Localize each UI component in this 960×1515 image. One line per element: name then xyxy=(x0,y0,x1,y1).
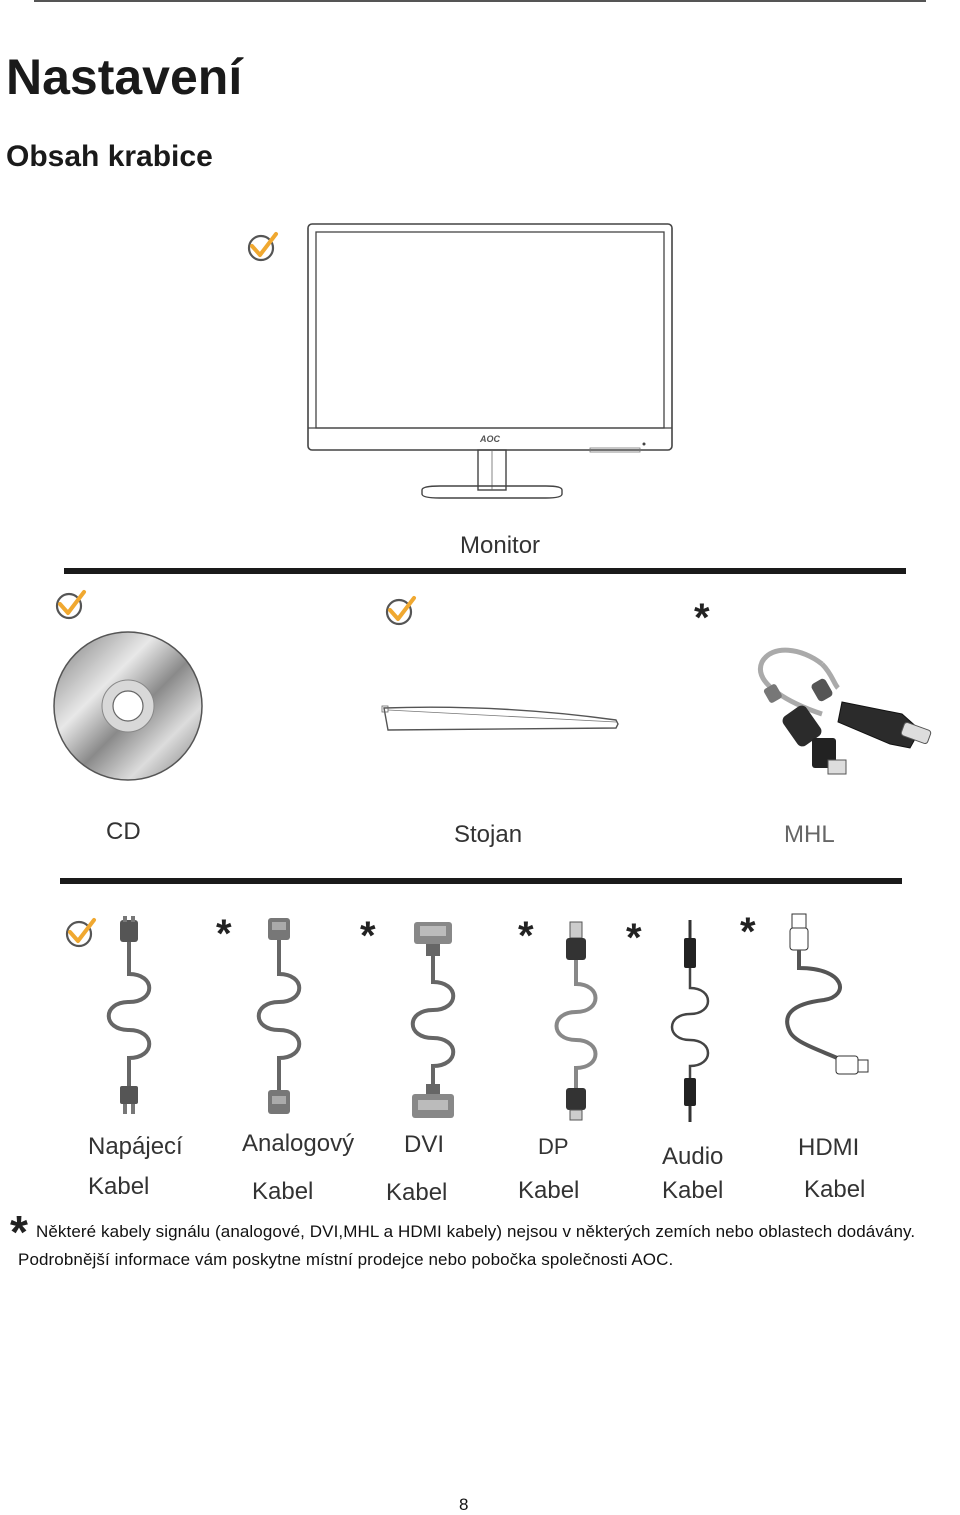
optional-marker: * xyxy=(518,914,534,958)
audio-cable-label-line2: Kabel xyxy=(662,1177,724,1204)
cd-label: CD xyxy=(106,818,141,845)
optional-marker: * xyxy=(360,914,376,958)
power-cable-label-line2: Kabel xyxy=(88,1173,150,1200)
monitor-label: Monitor xyxy=(460,532,541,559)
dvi-cable-label-line2: Kabel xyxy=(386,1179,448,1206)
optional-marker: * xyxy=(740,910,756,954)
page-title: Nastavení xyxy=(6,49,243,105)
footnote-line2: Podrobnější informace vám poskytne místn… xyxy=(18,1250,674,1269)
section-divider xyxy=(64,568,906,574)
optional-marker: * xyxy=(694,596,710,640)
hdmi-cable-label-line1: HDMI xyxy=(798,1134,860,1161)
audio-cable-label-line1: Audio xyxy=(662,1143,724,1170)
power-cable-illustration xyxy=(106,916,152,1114)
analog-cable-label-line2: Kabel xyxy=(252,1178,314,1205)
analog-cable-label-line1: Analogový xyxy=(242,1130,355,1157)
stand-illustration xyxy=(381,705,619,731)
stand-label: Stojan xyxy=(454,821,523,848)
checkmark-icon xyxy=(55,590,86,620)
monitor-illustration: AOC xyxy=(307,223,673,499)
footnote-marker: * xyxy=(10,1206,28,1258)
dvi-cable-illustration xyxy=(410,922,456,1118)
monitor-logo: AOC xyxy=(479,434,501,444)
section-divider xyxy=(60,878,902,884)
section-title: Obsah krabice xyxy=(6,140,213,173)
dp-cable-label-line2: Kabel xyxy=(518,1177,580,1204)
hdmi-cable-label-line2: Kabel xyxy=(804,1176,866,1203)
top-border-line xyxy=(34,0,926,2)
footnote-line1: Některé kabely signálu (analogové, DVI,M… xyxy=(36,1222,916,1241)
checkmark-icon xyxy=(65,918,96,948)
page-number: 8 xyxy=(459,1495,469,1514)
optional-marker: * xyxy=(216,912,232,956)
mhl-label: MHL xyxy=(784,821,835,848)
mhl-cable-illustration xyxy=(757,647,932,775)
checkmark-icon xyxy=(385,596,416,626)
checkmark-icon xyxy=(247,232,278,262)
power-cable-label-line1: Napájecí xyxy=(88,1133,183,1160)
vga-cable-illustration xyxy=(256,918,302,1114)
dp-cable-illustration xyxy=(554,921,598,1121)
dvi-cable-label-line1: DVI xyxy=(404,1131,445,1158)
audio-cable-illustration xyxy=(670,920,710,1122)
hdmi-cable-illustration xyxy=(785,913,869,1075)
dp-cable-label-line1: DP xyxy=(538,1134,569,1159)
optional-marker: * xyxy=(626,916,642,960)
cd-illustration xyxy=(53,631,203,781)
